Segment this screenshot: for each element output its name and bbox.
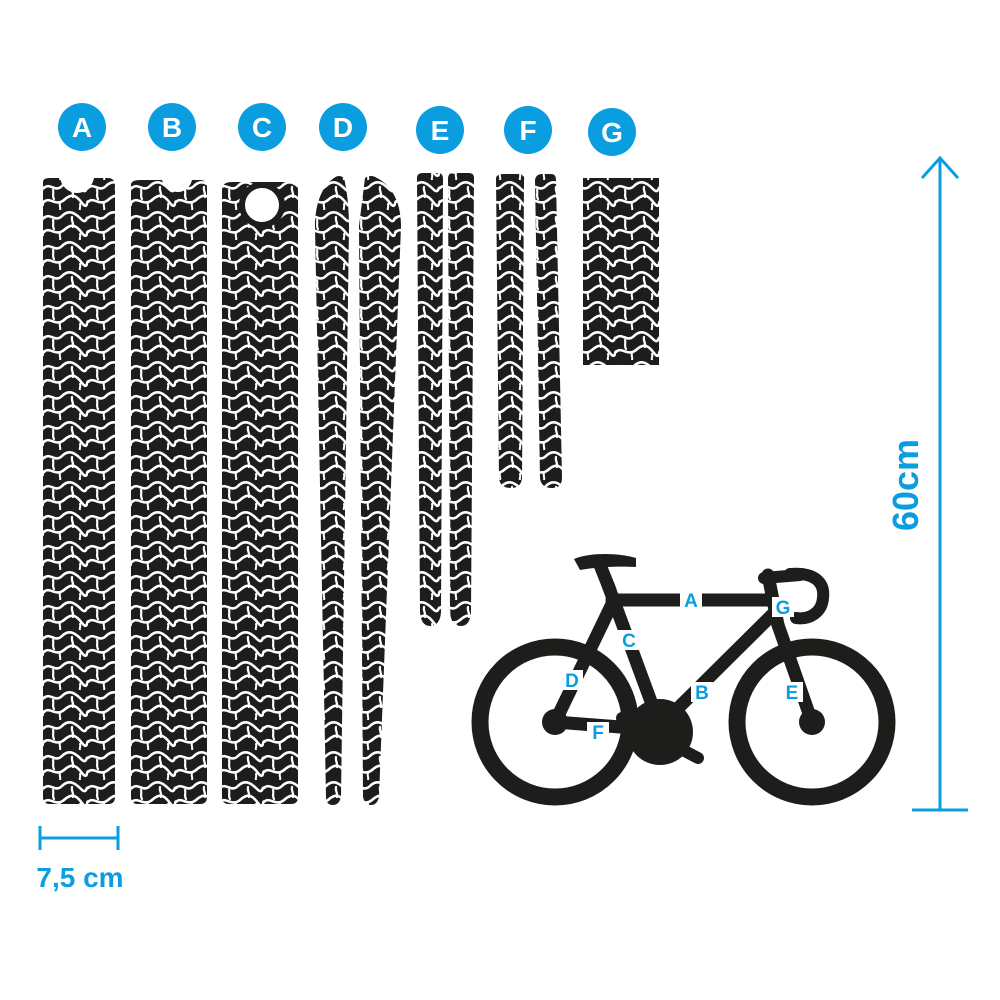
badge-g-label: G (601, 117, 623, 148)
zone-e-label: E (786, 683, 799, 704)
saddle (574, 554, 636, 570)
zone-g: G (772, 597, 794, 619)
sticker-pieces (43, 173, 659, 805)
handlebar (784, 567, 830, 625)
seat-stay (548, 597, 619, 729)
crank-arm (616, 712, 704, 764)
zone-g-label: G (776, 598, 791, 619)
height-label: 60cm (885, 439, 926, 531)
badge-a-label: A (72, 112, 92, 143)
zone-d: D (561, 670, 583, 692)
fork (771, 618, 819, 729)
badge-d: D (319, 103, 367, 151)
height-dimension: 60cm (885, 155, 968, 812)
piece-d-right (359, 176, 401, 805)
zone-f-label: F (592, 723, 604, 744)
badge-e-label: E (431, 115, 450, 146)
zone-b: B (691, 682, 713, 704)
badge-d-label: D (333, 112, 353, 143)
width-dimension: 7,5 cm (36, 826, 124, 893)
front-wheel (728, 638, 896, 806)
zone-a: A (680, 590, 702, 612)
piece-a (43, 178, 115, 804)
bicycle-illustration: A G C D B E F (471, 554, 896, 806)
badge-c-label: C (252, 112, 272, 143)
badge-b-label: B (162, 112, 182, 143)
piece-c (222, 182, 298, 804)
piece-e-right (448, 173, 474, 626)
piece-d-left (315, 176, 349, 805)
width-label: 7,5 cm (36, 862, 123, 893)
badge-a: A (58, 103, 106, 151)
zone-d-label: D (565, 671, 579, 692)
zone-b-label: B (695, 683, 709, 704)
badge-c: C (238, 103, 286, 151)
zone-e: E (781, 682, 803, 704)
piece-f-right (535, 174, 562, 488)
badge-f: F (504, 106, 552, 154)
zone-f: F (587, 722, 609, 744)
piece-badges: A B C D E F G (58, 103, 636, 156)
badge-e: E (416, 106, 464, 154)
badge-g: G (588, 108, 636, 156)
badge-f-label: F (519, 115, 536, 146)
zone-c: C (618, 630, 640, 652)
badge-b: B (148, 103, 196, 151)
piece-g (583, 178, 659, 365)
zone-c-label: C (622, 631, 636, 652)
zone-a-label: A (684, 591, 698, 612)
seat-post (593, 558, 617, 597)
piece-f-left (496, 174, 525, 488)
piece-b (131, 180, 207, 804)
bike-zone-labels: A G C D B E F (561, 590, 803, 744)
piece-e-left (417, 173, 443, 626)
